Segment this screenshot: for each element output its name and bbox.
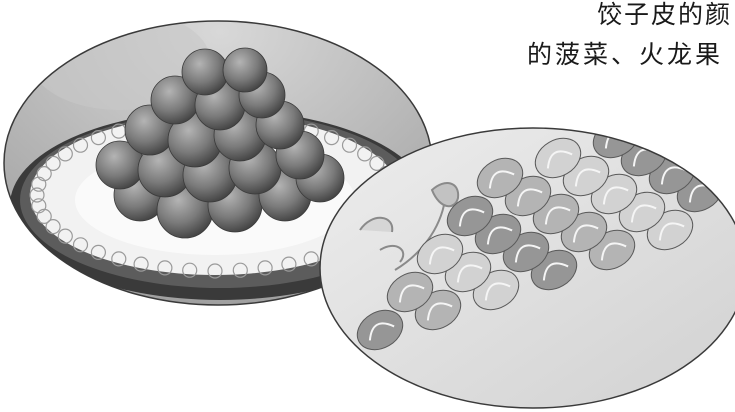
lace-scallop <box>57 228 73 244</box>
lace-scallop <box>303 251 319 267</box>
lace-scallop <box>157 260 173 276</box>
dumpling-fold <box>662 128 689 129</box>
lace-scallop <box>341 137 358 153</box>
dumpling <box>534 137 582 179</box>
lace-scallop <box>29 187 45 203</box>
dumpling-fold <box>426 302 453 321</box>
lace-scallop <box>207 263 223 279</box>
lace-scallop <box>72 237 89 253</box>
lace-scallop <box>72 137 89 153</box>
dumpling-fold <box>630 204 657 223</box>
dumpling <box>706 133 735 175</box>
text-line-2: 的菠菜、火龙果 <box>527 40 724 69</box>
lace-scallop <box>232 262 248 278</box>
dumpling-fold <box>542 262 569 281</box>
dumpling-fold <box>488 170 515 189</box>
dumpling-fold <box>428 246 455 265</box>
dumpling-fold <box>398 284 425 303</box>
dumpling-fold <box>572 224 599 243</box>
lace-scallop <box>57 146 73 162</box>
lace-scallop <box>45 155 61 171</box>
lace-scallop <box>357 146 373 162</box>
lace-scallop <box>45 219 61 235</box>
text-line-1: 饺子皮的颜 <box>597 0 733 29</box>
dumpling <box>702 70 735 125</box>
dumpling-fold <box>514 244 541 263</box>
dumpling-fold <box>516 188 543 207</box>
lace-scallop <box>182 262 198 278</box>
dumpling-fold <box>458 208 485 227</box>
dumpling-fold <box>717 86 735 109</box>
lace-scallop <box>36 166 52 182</box>
dumpling <box>650 128 698 139</box>
dumpling-fold <box>574 168 601 187</box>
dumpling <box>678 128 726 157</box>
lace-scallop <box>257 260 273 276</box>
dumpling-fold <box>484 282 511 301</box>
dumpling-fold <box>600 242 627 261</box>
dumpling-fold <box>546 150 573 169</box>
fried-dough-balls-photo <box>4 21 432 305</box>
dumpling-fold <box>658 222 685 241</box>
dumpling <box>416 233 464 275</box>
dumpling-fold <box>544 206 571 225</box>
dumpling <box>730 88 735 143</box>
dumpling <box>476 157 524 199</box>
dough-ball-pile <box>95 47 345 239</box>
lace-scallop <box>90 130 107 146</box>
lace-scallop <box>90 244 107 260</box>
dumpling <box>356 309 404 351</box>
lace-scallop <box>324 130 340 146</box>
dumpling-fold <box>690 128 717 147</box>
dumpling <box>446 195 494 237</box>
lace-scallop <box>111 251 127 267</box>
dough-ball <box>222 47 268 93</box>
lace-scallop <box>369 155 385 171</box>
dumpling-fold <box>718 146 735 165</box>
lace-scallop <box>31 198 47 214</box>
dumpling-fold <box>456 264 483 283</box>
lace-scallop <box>133 256 149 272</box>
dumpling <box>386 271 434 313</box>
dough-ball <box>181 48 229 96</box>
lace-scallop <box>281 256 297 272</box>
dumpling-fold <box>368 322 395 341</box>
dumpling-fold <box>486 226 513 245</box>
dumpling-fold <box>602 186 629 205</box>
photo-b-frame <box>319 127 735 409</box>
